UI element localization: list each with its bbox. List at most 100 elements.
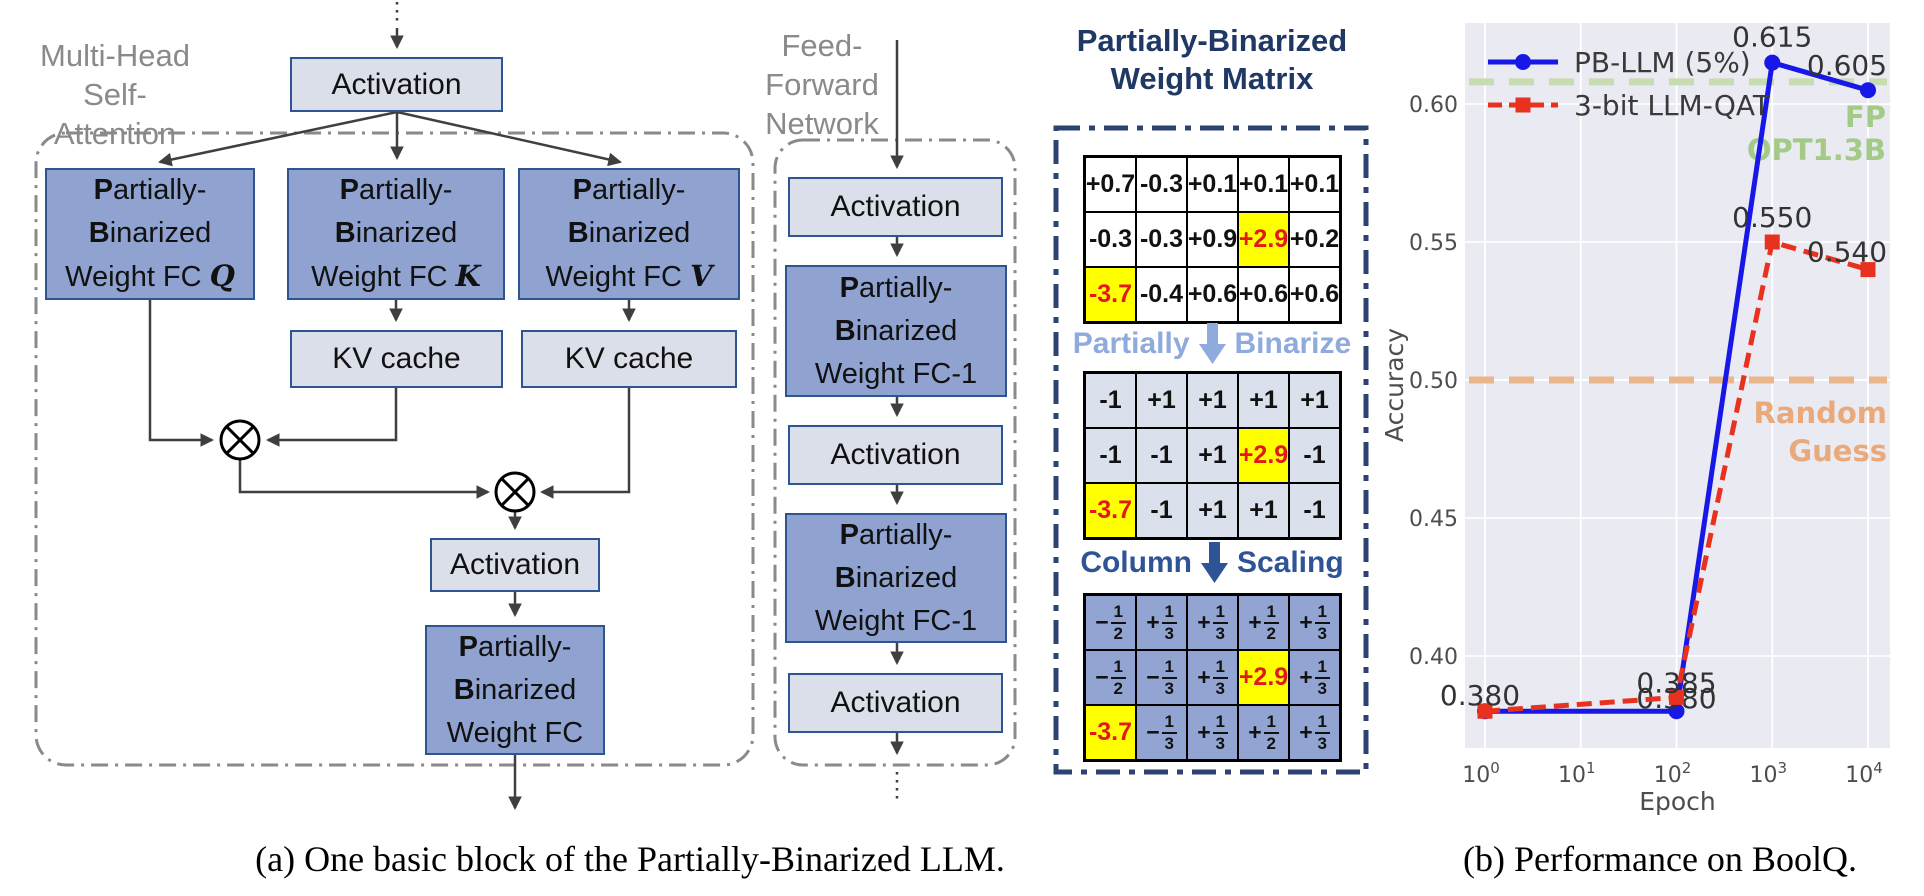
matrix-cell: -1 (1289, 483, 1340, 538)
caption-b: (b) Performance on BoolQ. (1463, 839, 1857, 879)
attention-container (34, 131, 755, 767)
series-line (1485, 60, 1869, 714)
point-label: 0.380 (1440, 679, 1520, 712)
matrix-cell: -1 (1085, 373, 1136, 428)
data-point (1764, 54, 1781, 71)
x-tick-label: 102 (1654, 759, 1692, 788)
kv-cache-k-box: KV cache (290, 330, 503, 388)
data-point (1860, 82, 1876, 99)
matrix-cell: -1 (1136, 483, 1187, 538)
matrix-cell: +1 (1238, 373, 1289, 428)
point-label: 0.540 (1807, 236, 1887, 269)
matrix-container (1053, 125, 1369, 775)
activation-mid-box: Activation (430, 538, 600, 592)
reference-label: Guess (1788, 434, 1887, 468)
point-label: 0.615 (1732, 21, 1812, 54)
reference-label: FP (1845, 100, 1886, 134)
matrix-cell: +1 (1187, 373, 1238, 428)
matrix-cell: +2.9 (1238, 650, 1289, 705)
ffn-section-label: Feed- Forward Network (765, 28, 879, 141)
matrix-cell: +1 (1187, 428, 1238, 483)
matrix-cell: +0.2 (1289, 212, 1340, 267)
matrix-binarized: -1+1+1+1+1-1-1+1+2.9-1-3.7-1+1+1-1 (1083, 371, 1342, 540)
matrix-panel-title: Partially-Binarized Weight Matrix (1076, 23, 1348, 96)
data-point (1764, 234, 1780, 250)
matrix-cell: -0.3 (1136, 212, 1187, 267)
down-arrow-icon (1198, 323, 1226, 364)
ffn-container (773, 138, 1017, 767)
matrix-cell: +1 (1187, 483, 1238, 538)
matrix-cell: -3.7 (1085, 483, 1136, 538)
legend-label: PB-LLM (5%) (1574, 46, 1751, 79)
x-tick-label: 103 (1749, 759, 1787, 788)
matrix-full-precision: +0.7-0.3+0.1+0.1+0.1-0.3-0.3+0.9+2.9+0.2… (1083, 155, 1342, 324)
point-label: 0.605 (1807, 49, 1887, 82)
matrix-cell: +0.1 (1238, 157, 1289, 212)
matrix-cell: +2.9 (1238, 212, 1289, 267)
x-axis-label: Epoch (1639, 787, 1716, 816)
matrix-cell: +0.6 (1289, 267, 1340, 322)
y-tick-label: 0.55 (1409, 231, 1458, 256)
ffn-fc1a-box: Partially- Binarized Weight FC-1 (785, 265, 1007, 397)
boolq-chart: FPOPT1.3BRandomGuess0.3800.6150.6050.380… (1380, 21, 1890, 816)
y-tick-label: 0.60 (1409, 93, 1458, 118)
fc-k-letter: K (455, 259, 481, 293)
matrix-cell: -0.4 (1136, 267, 1187, 322)
ffn-fc1b-box: Partially- Binarized Weight FC-1 (785, 513, 1007, 643)
matrix-cell: +0.1 (1187, 157, 1238, 212)
x-tick-label: 104 (1845, 759, 1883, 788)
data-point (1860, 262, 1876, 278)
matrix-cell: +1 (1136, 373, 1187, 428)
fc-q-letter: Q (209, 259, 235, 293)
series-line (1484, 239, 1869, 714)
data-point (1477, 703, 1493, 719)
fc-v-letter: V (689, 259, 713, 293)
column-scaling-label: Column Scaling (1060, 540, 1364, 586)
data-point (1668, 703, 1685, 720)
matrix-cell: -1 (1289, 428, 1340, 483)
diagram-connectors (34, 2, 1369, 811)
point-label: 0.385 (1636, 666, 1716, 699)
kv-cache-v-box: KV cache (521, 330, 737, 388)
data-point (1669, 689, 1684, 705)
legend-marker (1515, 54, 1531, 70)
reference-label: OPT1.3B (1747, 133, 1886, 167)
matrix-cell: -1 (1085, 428, 1136, 483)
matrix-cell: +0.9 (1187, 212, 1238, 267)
activation-box: Activation (290, 57, 503, 112)
matrix-cell: +0.6 (1238, 267, 1289, 322)
matrix-cell: +1 (1289, 373, 1340, 428)
matrix-cell: +0.7 (1085, 157, 1136, 212)
matrix-cell: -3.7 (1085, 267, 1136, 322)
attention-section-label: Multi-Head Self-Attention (40, 38, 190, 151)
matrix-cell: -3.7 (1085, 705, 1136, 760)
matrix-cell: +1 (1238, 483, 1289, 538)
legend-label: 3-bit LLM-QAT (1574, 89, 1771, 122)
matrix-cell: +2.9 (1238, 428, 1289, 483)
down-arrow-icon (1200, 542, 1228, 583)
y-axis-label: Accuracy (1380, 328, 1409, 442)
partially-binarize-label: Partially Binarize (1060, 322, 1364, 366)
fc-out-box: Partially- Binarized Weight FC (425, 625, 605, 755)
matrix-cell: +0.6 (1187, 267, 1238, 322)
legend-marker (1515, 97, 1531, 113)
plot-area (1465, 23, 1890, 748)
y-tick-label: 0.50 (1409, 369, 1458, 394)
x-tick-label: 100 (1462, 759, 1500, 788)
caption-a: (a) One basic block of the Partially-Bin… (255, 839, 1005, 879)
